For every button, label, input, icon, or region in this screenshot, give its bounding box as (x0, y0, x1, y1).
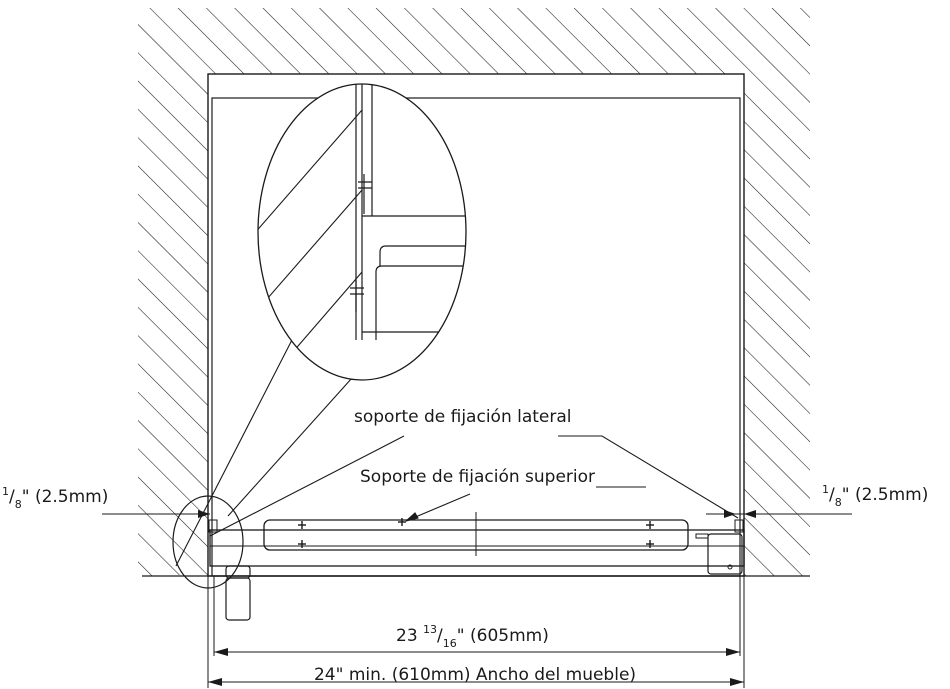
cabinet-wall-hatching (138, 8, 810, 579)
inner-width-dimension: 23 13/16" (605mm) (213, 576, 741, 656)
leader-lines (209, 435, 739, 537)
screw-marks (298, 518, 654, 548)
cabinet-width-dimension (207, 576, 745, 688)
cabinet-width-caption: 24" min. (610mm) Ancho del mueble) (313, 665, 637, 685)
svg-text:23 13/16" (605mm): 23 13/16" (605mm) (396, 623, 549, 650)
gap-left-dimension: 1/8" (2.5mm) (2, 485, 210, 518)
svg-text:1/8" (2.5mm): 1/8" (2.5mm) (2, 485, 108, 511)
gap-right-dimension: 1/8" (2.5mm) (706, 483, 928, 518)
appliance (208, 512, 745, 621)
svg-text:1/8" (2.5mm): 1/8" (2.5mm) (822, 483, 928, 509)
top-bracket-label: Soporte de fijación superior (360, 467, 595, 487)
cabinet-niche (142, 73, 810, 577)
side-bracket-label: soporte de fijación lateral (354, 407, 572, 427)
